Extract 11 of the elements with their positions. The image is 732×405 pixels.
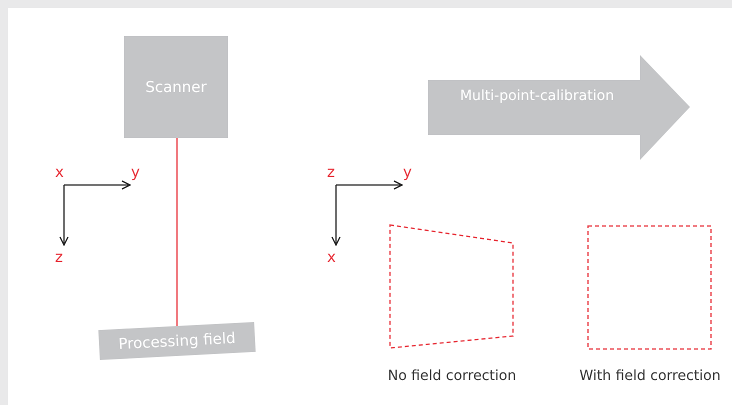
scanner-box: Scanner	[124, 36, 228, 138]
axis-label: x	[55, 163, 64, 181]
axis-label: x	[327, 248, 336, 266]
axis-label: z	[327, 163, 335, 181]
field-caption: With field correction	[578, 368, 722, 384]
laser-beam	[176, 138, 178, 329]
axis-label: y	[403, 163, 412, 181]
axis-label: y	[131, 163, 140, 181]
field-caption: No field correction	[386, 368, 518, 384]
axis-label: z	[55, 248, 63, 266]
arrow-label: Multi-point-calibration	[458, 88, 616, 104]
